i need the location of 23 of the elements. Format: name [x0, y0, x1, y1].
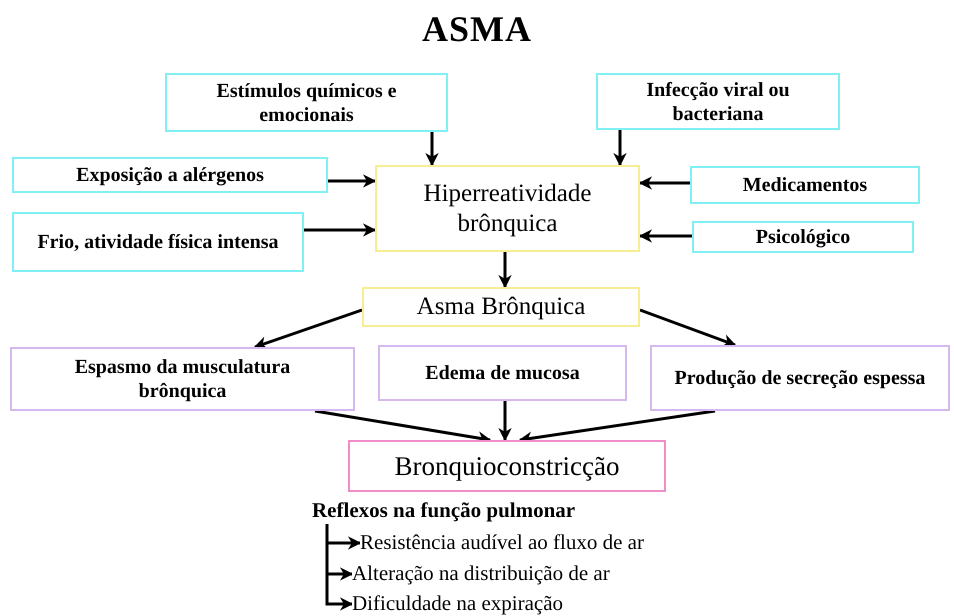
cause-box: Psicológico — [692, 221, 914, 253]
cause-box: Frio, atividade física intensa — [12, 212, 304, 272]
cause-box: Medicamentos — [690, 166, 920, 204]
process-box: Hiperreatividade brônquica — [375, 165, 640, 252]
arrow — [425, 132, 439, 166]
arrow — [613, 130, 627, 166]
arrow — [638, 229, 692, 243]
cause-box: Estímulos químicos e emocionais — [165, 73, 448, 132]
arrow — [639, 308, 736, 348]
arrow — [254, 308, 362, 350]
arrow — [304, 223, 376, 237]
process-box: Asma Brônquica — [362, 287, 640, 327]
effect-box: Produção de secreção espessa — [650, 345, 950, 411]
result-box: Bronquioconstricção — [348, 440, 666, 492]
arrow — [328, 174, 376, 188]
cause-box: Infecção viral ou bacteriana — [596, 73, 840, 130]
effect-box: Edema de mucosa — [378, 345, 627, 401]
arrow — [498, 252, 512, 288]
diagram-title: ASMA — [422, 8, 532, 50]
effect-box: Espasmo da musculatura brônquica — [10, 347, 355, 411]
cause-box: Exposição a alérgenos — [12, 157, 328, 193]
arrow — [638, 176, 690, 190]
arrow — [498, 401, 512, 442]
